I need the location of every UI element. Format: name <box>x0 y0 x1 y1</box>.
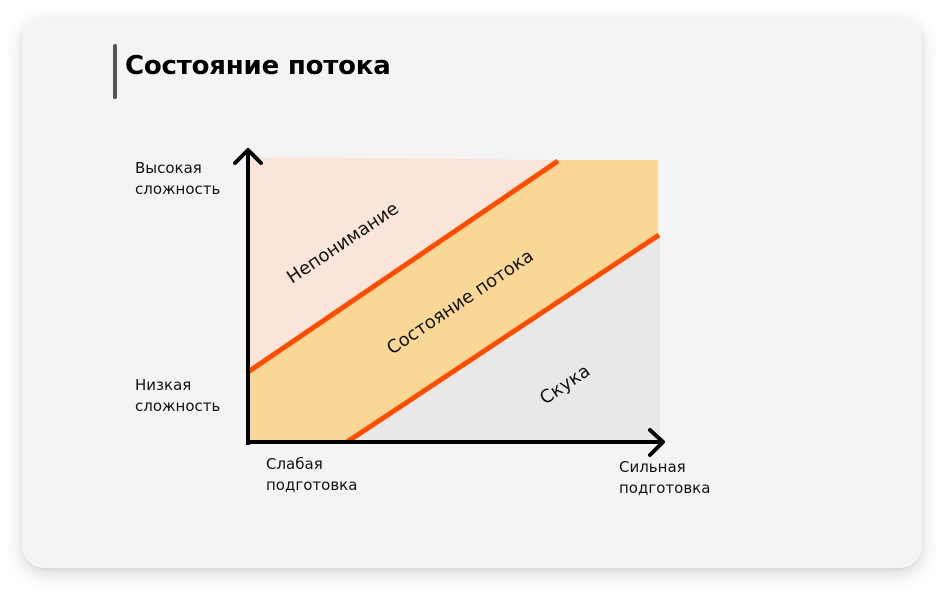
x-high-line-1: Сильная <box>619 458 686 476</box>
y-axis-high-label: Высокая сложность <box>135 158 220 200</box>
x-low-line-1: Слабая <box>266 455 323 473</box>
y-axis-low-label: Низкая сложность <box>135 375 220 417</box>
x-axis-arrow-icon <box>648 428 665 457</box>
x-axis <box>246 428 665 457</box>
upper-boundary-line <box>246 158 560 375</box>
title-accent-bar <box>113 44 117 99</box>
y-low-line-2: сложность <box>135 397 221 415</box>
x-high-line-2: подготовка <box>619 479 711 497</box>
y-axis <box>233 148 263 445</box>
lower-boundary-line <box>345 232 661 445</box>
y-axis-arrow-icon <box>233 148 263 165</box>
flow-region <box>248 160 658 442</box>
x-axis-low-label: Слабая подготовка <box>266 454 357 496</box>
y-low-line-1: Низкая <box>135 376 192 394</box>
x-axis-high-label: Сильная подготовка <box>619 457 710 499</box>
y-high-line-2: сложность <box>135 180 221 198</box>
page-title: Состояние потока <box>125 51 391 81</box>
x-low-line-2: подготовка <box>266 476 358 494</box>
y-high-line-1: Высокая <box>135 159 202 177</box>
